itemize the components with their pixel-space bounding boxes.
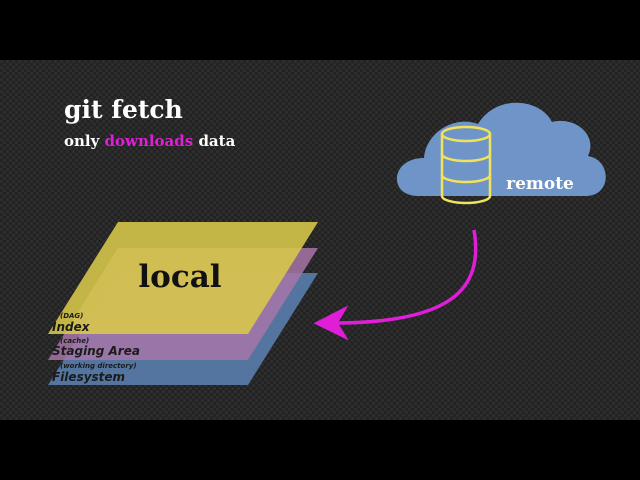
subtitle-prefix: only [64, 132, 105, 150]
slide-title: git fetch [64, 95, 183, 124]
fetch-arrow [313, 229, 478, 341]
subtitle-highlight: downloads [105, 132, 194, 150]
filesystem-caption: (working directory) [60, 362, 137, 370]
index-caption: (DAG) [60, 312, 83, 320]
index-layer [48, 222, 318, 334]
cloud-icon [396, 102, 606, 196]
slide: git fetch only downloads data remote [0, 60, 640, 420]
subtitle-suffix: data [193, 132, 235, 150]
index-label: Index [52, 320, 91, 334]
remote-label: remote [506, 174, 574, 194]
filesystem-label: Filesystem [52, 370, 125, 384]
staging-area-label: Staging Area [52, 344, 140, 358]
local-label: local [138, 259, 221, 295]
diagram: git fetch only downloads data remote [0, 60, 640, 420]
staging-area-caption: (cache) [60, 337, 89, 345]
database-icon [440, 125, 492, 205]
slide-subtitle: only downloads data [64, 132, 236, 150]
